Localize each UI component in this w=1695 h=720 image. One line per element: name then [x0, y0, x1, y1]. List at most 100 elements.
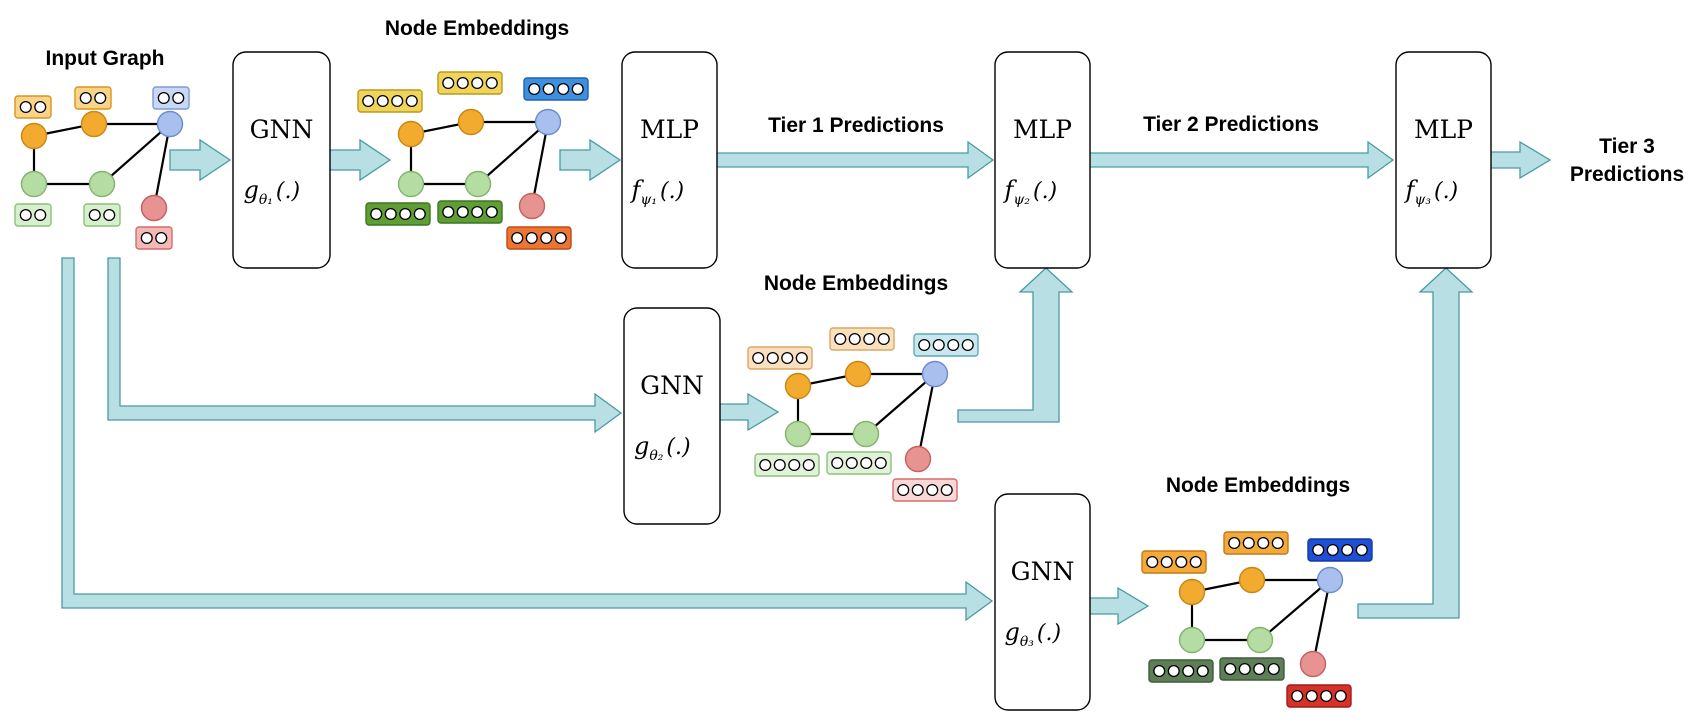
input-graph-label: Input Graph	[46, 47, 165, 70]
feature-slot	[932, 338, 945, 352]
feature-vector-emb2-o2	[829, 327, 895, 351]
feature-slot	[471, 76, 484, 90]
arrow-gnn3-to-embeddings3	[1088, 586, 1150, 626]
tier2-predictions-label: Tier 2 Predictions	[1143, 113, 1319, 136]
feature-vector-frame	[1307, 538, 1373, 562]
feature-slot	[1189, 555, 1202, 569]
feature-slot	[88, 208, 101, 222]
feature-slot	[1160, 555, 1173, 569]
feature-vector-emb3-o2	[1223, 531, 1289, 555]
feature-slot	[525, 231, 538, 245]
feature-slot	[831, 456, 844, 470]
graph-emb1	[357, 71, 589, 250]
feature-vector-frame	[1141, 550, 1207, 574]
gnn2-function: gθ₂(.)	[634, 432, 691, 464]
arrow-embeddings3-to-mlp3	[1357, 267, 1474, 619]
feature-slot	[94, 91, 107, 105]
arrow-mlp3-to-tier3	[1487, 140, 1552, 180]
arrow-input-to-gnn1	[169, 138, 232, 182]
graph-node-emb1-o2	[457, 108, 485, 136]
feature-slot	[961, 338, 974, 352]
feature-slot	[172, 91, 185, 105]
graph-node-emb1-r	[518, 192, 546, 220]
graph-node-input-o2	[80, 110, 108, 138]
feature-slot	[140, 231, 153, 245]
arrow-embeddings1-to-mlp1	[559, 138, 622, 182]
gnn3-box	[994, 493, 1091, 711]
feature-slot	[362, 94, 375, 108]
feature-vector-frame	[1223, 531, 1289, 555]
feature-slot	[1242, 536, 1255, 550]
graph-node-emb3-o1	[1178, 578, 1206, 606]
feature-slot	[1267, 662, 1280, 676]
feature-slot	[926, 483, 939, 497]
feature-slot	[413, 207, 426, 221]
feature-slot	[471, 205, 484, 219]
feature-slot	[1291, 689, 1304, 703]
feature-slot	[528, 82, 541, 96]
graph-node-emb1-o1	[397, 120, 425, 148]
feature-slot	[1167, 664, 1180, 678]
feature-vector-frame	[1219, 657, 1285, 681]
node-embeddings-label-3: Node Embeddings	[1166, 474, 1350, 497]
feature-slot	[1320, 689, 1333, 703]
feature-vector-emb3-g1	[1148, 659, 1214, 683]
feature-vector-emb1-g2	[437, 200, 503, 224]
feature-slot	[1224, 662, 1237, 676]
feature-vector-emb3-o1	[1141, 550, 1207, 574]
graph-node-input-o1	[20, 122, 48, 150]
feature-slot	[34, 208, 47, 222]
feature-slot	[860, 456, 873, 470]
feature-slot	[442, 205, 455, 219]
feature-slot	[542, 82, 555, 96]
feature-slot	[1334, 689, 1347, 703]
feature-slot	[399, 207, 412, 221]
feature-vector-emb1-b	[523, 77, 589, 101]
graph-node-emb2-r	[904, 445, 932, 473]
graph-edge	[1259, 579, 1331, 641]
tier3-label-line1: Tier 3	[1599, 135, 1655, 158]
feature-slot	[157, 91, 170, 105]
feature-slot	[485, 205, 498, 219]
feature-slot	[1355, 543, 1368, 557]
graphs	[14, 71, 1373, 708]
graph-node-emb2-o1	[784, 372, 812, 400]
feature-slot	[405, 94, 418, 108]
feature-slot	[795, 351, 808, 365]
feature-slot	[802, 458, 815, 472]
gnn2-box	[623, 307, 721, 525]
arrow-mlp1-to-mlp2	[714, 140, 995, 180]
node-embeddings-label-1: Node Embeddings	[385, 17, 569, 40]
graph-node-emb3-o2	[1238, 566, 1266, 594]
feature-vector-emb2-b	[913, 333, 979, 357]
feature-slot	[1175, 555, 1188, 569]
arrow-embeddings2-to-mlp2	[957, 267, 1074, 423]
graph-node-input-r	[140, 194, 168, 222]
feature-slot	[442, 76, 455, 90]
feature-slot	[391, 94, 404, 108]
feature-vector-emb1-o2	[437, 71, 503, 95]
arrow-input-to-gnn2	[107, 257, 623, 434]
feature-vector-frame	[826, 451, 892, 475]
feature-slot	[1182, 664, 1195, 678]
feature-slot	[19, 100, 32, 114]
feature-vector-frame	[892, 478, 958, 502]
feature-slot	[456, 76, 469, 90]
feature-vector-input-b	[152, 86, 190, 110]
feature-slot	[1257, 536, 1270, 550]
feature-vector-frame	[506, 226, 572, 250]
mlp1-name: MLP	[640, 115, 699, 144]
feature-vector-emb2-g1	[754, 453, 820, 477]
graph-node-emb1-b	[534, 108, 562, 136]
feature-vector-emb1-g1	[365, 202, 431, 226]
tier3-label-line2: Predictions	[1570, 163, 1684, 186]
feature-slot	[384, 207, 397, 221]
feature-slot	[1238, 662, 1251, 676]
gnn1-name: GNN	[250, 115, 314, 144]
feature-slot	[759, 458, 772, 472]
